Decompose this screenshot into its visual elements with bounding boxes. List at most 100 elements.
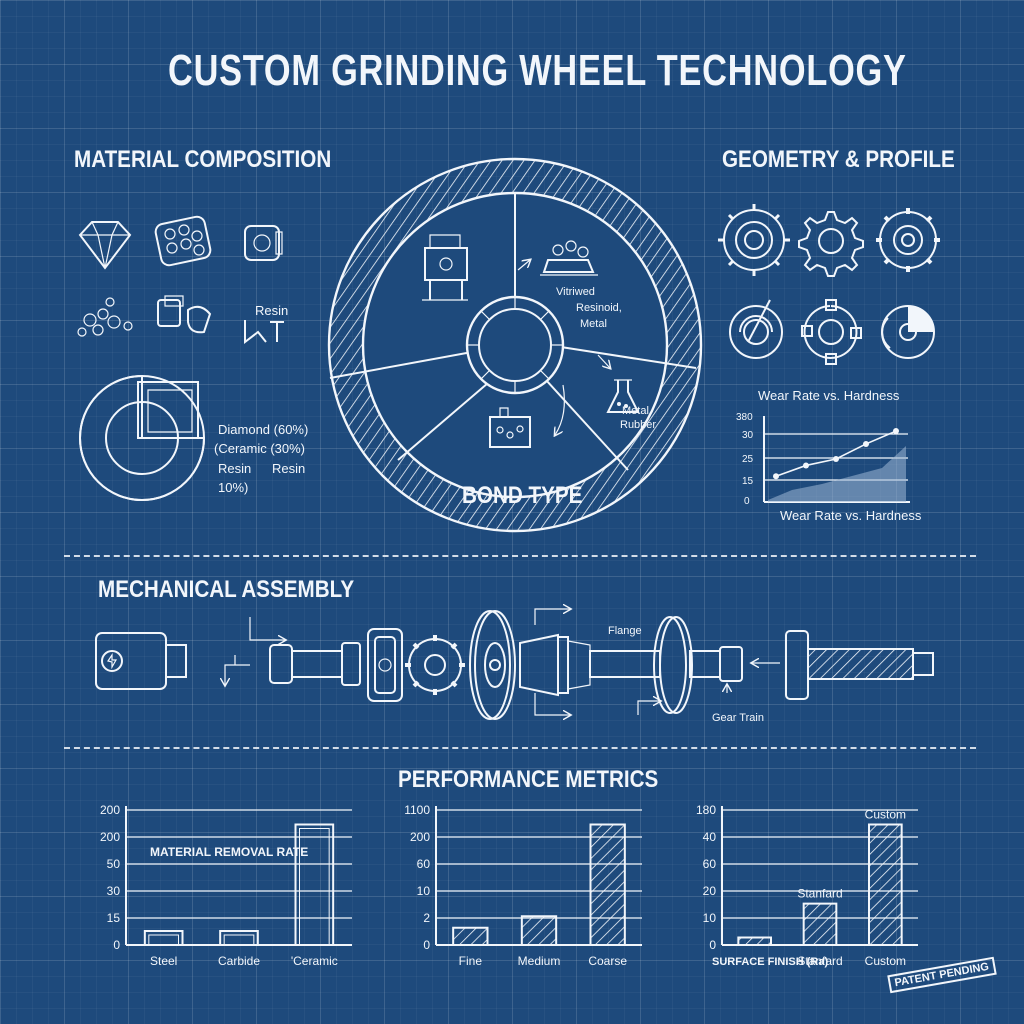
output-shaft [590, 617, 742, 713]
wear-ytick-4: 0 [744, 496, 750, 507]
x-tick-label: Steel [150, 954, 177, 968]
wear-chart-title-top: Wear Rate vs. Hardness [758, 388, 900, 403]
wear-point [803, 462, 809, 469]
legend-diamond: Diamond (60%) [218, 422, 309, 437]
geometry-profile-heading: GEOMETRY & PROFILE [722, 146, 955, 173]
bar [591, 824, 625, 945]
bar [522, 916, 556, 945]
bar [804, 904, 837, 945]
y-tick-label: 200 [410, 830, 430, 844]
x-tick-label: Carbide [218, 954, 260, 968]
y-tick-label: 10 [703, 911, 717, 925]
y-tick-label: 0 [709, 938, 716, 952]
machine-icon [422, 235, 468, 300]
bar [453, 928, 487, 945]
grit-cluster-icon [154, 215, 212, 266]
x-tick-label: Stanfard [797, 954, 842, 968]
bar [220, 931, 258, 945]
assembly-diagram [90, 605, 950, 725]
x-tick-label: Custom [865, 954, 906, 968]
y-tick-label: 200 [100, 803, 120, 817]
x-tick-label: 'Ceramic [291, 954, 338, 968]
segmented-wheel-icon [802, 300, 861, 364]
performance-metrics-heading: PERFORMANCE METRICS [398, 766, 659, 793]
diamond-icon [80, 222, 130, 268]
cutoff-wheel-icon [730, 300, 782, 358]
gear-wheel-icon-1 [718, 204, 790, 276]
material-composition-heading: MATERIAL COMPOSITION [74, 146, 332, 173]
chart-title: MATERIAL REMOVAL RATE [150, 845, 308, 859]
cog-icon [799, 212, 863, 276]
vitrified-label: Vitriwed [556, 286, 595, 298]
surface-finish-chart: 180406020100StanfardStanfardCustomCustom… [696, 803, 926, 968]
legend-resin-b: Resin [272, 461, 306, 476]
bar-top-label: Stanfard [797, 887, 842, 901]
legend-pct: 10%) [218, 480, 249, 495]
y-tick-label: 1100 [404, 803, 430, 817]
bond-block-icon [245, 226, 282, 260]
bar [738, 937, 771, 945]
flange-collet [520, 635, 590, 695]
metal-label: Metal [580, 318, 607, 330]
bar-inner [300, 828, 330, 945]
y-tick-label: 30 [107, 884, 121, 898]
bar [145, 931, 183, 945]
bond-type-label: BOND TYPE [462, 482, 583, 509]
wear-chart-title-bottom: Wear Rate vs. Hardness [780, 508, 922, 523]
grinding-wheel-disc [470, 611, 515, 719]
x-tick-label: Coarse [588, 954, 627, 968]
abrasive-grains-icon [78, 298, 132, 336]
vitrified-bond-icon [540, 241, 598, 275]
gear-icon [405, 635, 465, 695]
wear-ytick-0: 380 [736, 412, 753, 423]
profile-wheel-icon [882, 306, 934, 358]
filler-pieces-icon [158, 296, 210, 332]
flask-icon [608, 380, 638, 412]
material-icons [70, 210, 300, 360]
y-tick-label: 60 [703, 857, 717, 871]
divider-1 [64, 555, 976, 557]
wear-point [773, 473, 779, 480]
legend-ceramic: (Ceramic (30%) [214, 441, 306, 456]
wear-rate-chart: 380 30 25 15 0 [736, 412, 920, 507]
drive-shaft [786, 631, 933, 699]
y-tick-label: 50 [107, 857, 121, 871]
bar [296, 824, 334, 945]
y-tick-label: 180 [696, 803, 716, 817]
x-tick-label: Medium [518, 954, 561, 968]
y-tick-label: 10 [417, 884, 431, 898]
bar [869, 824, 902, 945]
profile-icons [718, 200, 948, 370]
chart-title: SURFACE FINISH (Ra) [712, 956, 828, 968]
y-tick-label: 0 [423, 938, 430, 952]
y-tick-label: 40 [703, 830, 717, 844]
wear-ytick-2: 25 [742, 454, 754, 465]
resin-icon [245, 320, 284, 342]
y-tick-label: 15 [107, 911, 121, 925]
wear-point [863, 440, 869, 447]
bar-top-label: Custom [865, 807, 906, 821]
y-tick-label: 2 [423, 911, 430, 925]
flange-label: Flange [608, 625, 642, 637]
grinding-wheel-diagram [318, 140, 718, 540]
resinoid-label: Resinoid, [576, 302, 622, 314]
legend-resin-a: Resin [218, 461, 252, 476]
wear-series [773, 428, 899, 480]
bearing-hub [368, 629, 402, 701]
y-tick-label: 200 [100, 830, 120, 844]
bar-inner [224, 935, 254, 945]
gear-train-label: Gear Train [712, 712, 764, 724]
wear-ytick-1: 30 [742, 430, 754, 441]
bar-inner [149, 935, 179, 945]
spindle-shaft [270, 643, 360, 685]
resin-label: Resin [255, 303, 289, 318]
wear-point [833, 456, 839, 462]
divider-2 [64, 747, 976, 749]
gear-wheel-icon-2 [876, 208, 940, 272]
page-title: CUSTOM GRINDING WHEEL TECHNOLOGY [168, 46, 907, 95]
mechanical-assembly-heading: MECHANICAL ASSEMBLY [98, 576, 355, 603]
composition-pie [78, 372, 208, 502]
wear-area [768, 446, 906, 502]
